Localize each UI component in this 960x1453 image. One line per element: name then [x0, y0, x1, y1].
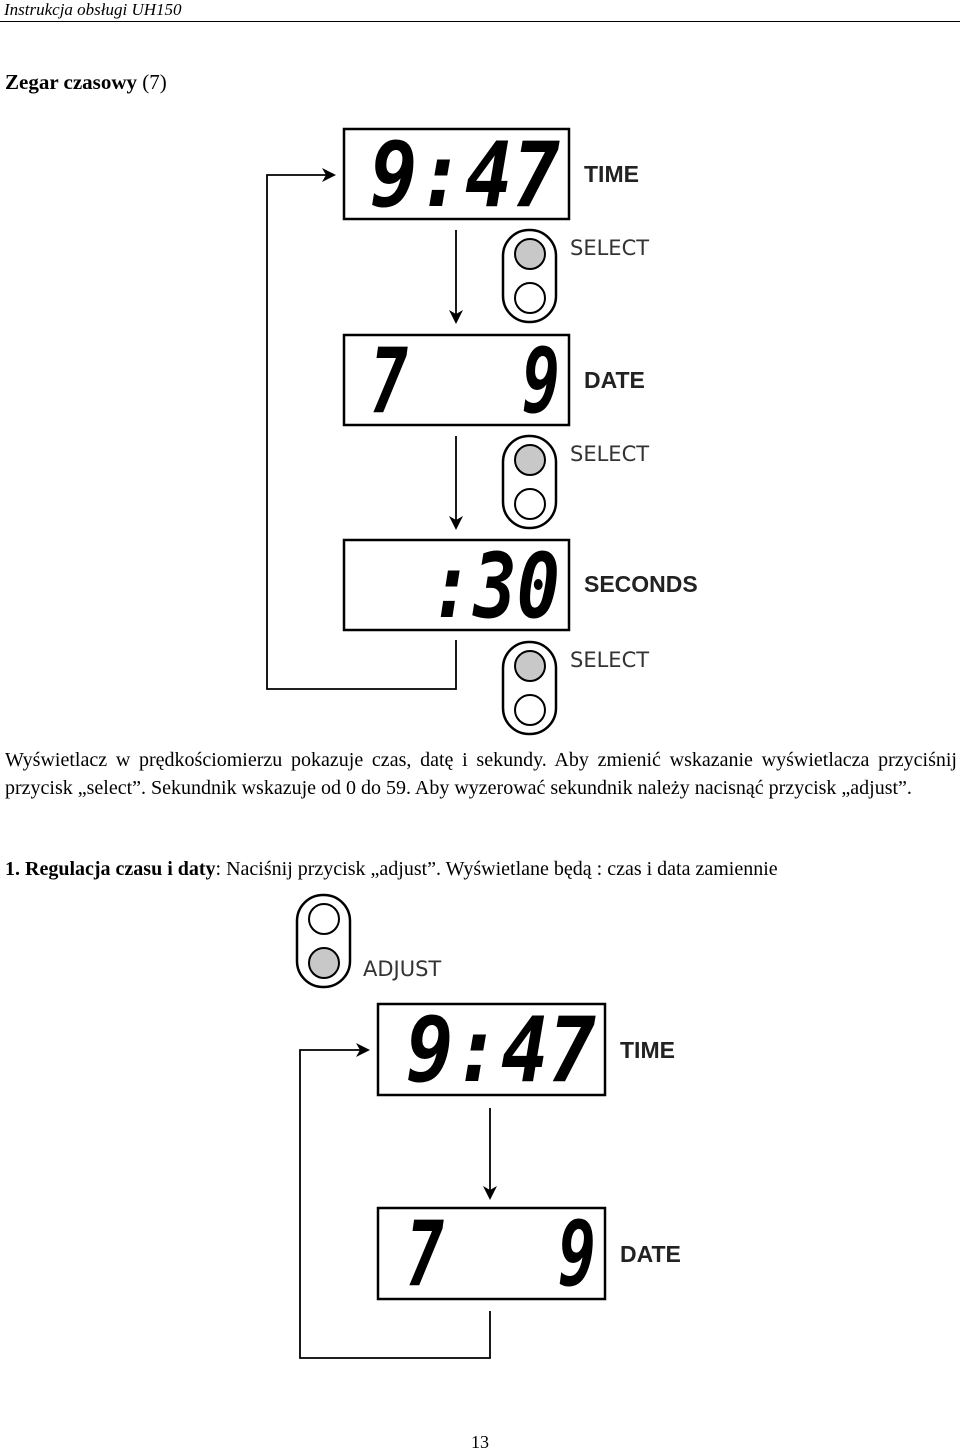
- description-paragraph: Wyświetlacz w prędkościomierzu pokazuje …: [5, 749, 957, 799]
- time-label: TIME: [584, 161, 639, 187]
- time-lcd-value: 9:47: [370, 123, 560, 228]
- time-display: 9:47: [342, 123, 571, 228]
- select-button[interactable]: [501, 434, 558, 530]
- instruction-text: : Naciśnij przycisk „adjust”. Wyświetlan…: [215, 858, 778, 880]
- running-header: Instrukcja obsługi UH150: [4, 0, 182, 19]
- section-heading-title: Zegar czasowy: [5, 70, 137, 94]
- date-lcd-value: 7 9: [370, 329, 560, 434]
- seconds-lcd-value: :30: [430, 534, 560, 639]
- seconds-label: SECONDS: [584, 571, 698, 597]
- date-display: 7 9: [342, 329, 571, 434]
- select-cycle-diagram: 9:47 TIME SELECT 7 9 DATE SELECT :30 SEC…: [266, 123, 698, 736]
- adjust-instruction: 1. Regulacja czasu i daty: Naciśnij przy…: [5, 858, 960, 881]
- section-heading-number: (7): [137, 70, 167, 94]
- section-heading: Zegar czasowy (7): [5, 70, 167, 95]
- page-number: 13: [471, 1432, 489, 1452]
- date-display: 7 9: [376, 1202, 607, 1307]
- date-lcd-value: 7 9: [406, 1202, 596, 1307]
- time-lcd-value: 9:47: [406, 998, 596, 1103]
- time-display: 9:47: [376, 998, 607, 1103]
- instruction-title: 1. Regulacja czasu i daty: [5, 858, 216, 880]
- select-label: SELECT: [570, 648, 649, 672]
- return-loop-arrow: [299, 1043, 491, 1359]
- date-label: DATE: [584, 367, 645, 393]
- header-rule: [0, 21, 960, 22]
- date-label: DATE: [620, 1241, 681, 1267]
- return-loop-arrow: [266, 168, 457, 690]
- adjust-label: ADJUST: [363, 957, 441, 981]
- time-label: TIME: [620, 1037, 675, 1063]
- adjust-cycle-diagram: ADJUST 9:47 TIME 7 9 DATE: [295, 893, 681, 1359]
- seconds-display: :30: [342, 534, 571, 639]
- select-label: SELECT: [570, 442, 649, 466]
- select-button[interactable]: [501, 640, 558, 736]
- select-button[interactable]: [501, 228, 558, 324]
- select-label: SELECT: [570, 236, 649, 260]
- adjust-button[interactable]: [295, 893, 352, 989]
